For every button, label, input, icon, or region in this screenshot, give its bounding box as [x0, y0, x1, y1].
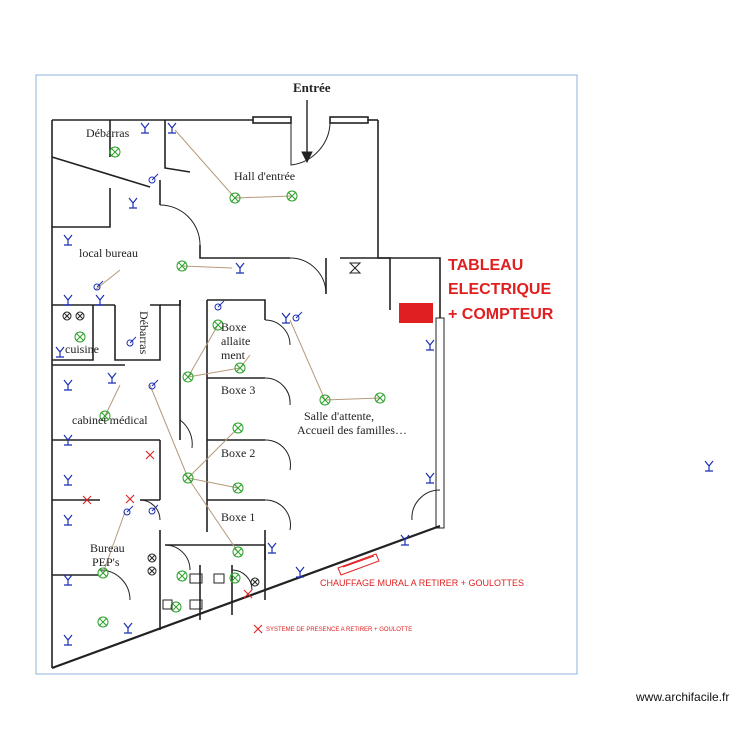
ceiling-light-icon: [229, 572, 241, 584]
ceiling-light-icon: [99, 410, 111, 422]
switch-icon: [93, 280, 104, 291]
ceiling-lights: [74, 146, 386, 628]
room-debarras-2: Débarras: [137, 311, 151, 355]
radiator-icon: [337, 553, 380, 576]
plan-frame: [35, 74, 578, 675]
ceiling-light-icon: [374, 392, 386, 404]
room-cabinet: cabinet médical: [72, 413, 148, 427]
wall-outlet-icon: [140, 122, 150, 134]
remove-markers: [82, 450, 263, 634]
chauffage-label: CHAUFFAGE MURAL A RETIRER + GOULOTTES: [320, 578, 524, 588]
ceiling-light-icon: [170, 601, 182, 613]
ceiling-light-icon: [212, 319, 224, 331]
wall-outlet-icon: [425, 339, 435, 351]
ceiling-light-icon: [232, 546, 244, 558]
wall-outlet-icon: [63, 434, 73, 446]
ceiling-light-icon: [229, 192, 241, 204]
ceiling-light-icon: [176, 570, 188, 582]
switch-icon: [126, 336, 137, 347]
tableau-label-3: + COMPTEUR: [448, 306, 554, 323]
wall-outlet-icon: [400, 534, 410, 546]
ceiling-light-icon: [182, 472, 194, 484]
wall-outlet-icon: [63, 474, 73, 486]
ceiling-light-icon: [319, 394, 331, 406]
switch-icon: [148, 379, 159, 390]
wall-outlet-icon: [107, 372, 117, 384]
switch-icon: [214, 300, 225, 311]
wall-outlet-icon: [235, 262, 245, 274]
toilet-icon: [162, 573, 225, 610]
vmc-icon: [75, 311, 85, 321]
presence-label: SYSTEME DE PRESENCE A RETIRER + GOULOTTE: [266, 627, 412, 633]
remove-cross-icon: [253, 624, 263, 634]
ceiling-light-icon: [232, 422, 244, 434]
wall-outlet-icon: [128, 197, 138, 209]
room-salle-2: Accueil des familles…: [297, 423, 407, 437]
tableau-label-2: ELECTRIQUE: [448, 281, 551, 298]
room-boxe-allaitement-1: Boxe: [221, 320, 246, 334]
wall-outlet-icon: [295, 566, 305, 578]
wall-outlet-icon: [63, 294, 73, 306]
switches: [93, 173, 303, 516]
wall-outlet-icon: [55, 346, 65, 358]
wall-outlet-icon: [95, 294, 105, 306]
room-bureau-peps-1: Bureau: [90, 541, 125, 555]
wall-outlet-icon: [63, 574, 73, 586]
tableau-label-1: TABLEAU: [448, 257, 523, 274]
vmc-icon: [147, 553, 157, 563]
walls: [51, 116, 445, 670]
room-boxe3: Boxe 3: [221, 383, 255, 397]
wall-outlet-icon: [167, 122, 177, 134]
remove-cross-icon: [145, 450, 155, 460]
wall-outlet-icon: [425, 472, 435, 484]
entrance-arrow-icon: [301, 100, 313, 164]
ceiling-light-icon: [109, 146, 121, 158]
room-debarras: Débarras: [86, 126, 130, 140]
wall-outlet-icon: [123, 622, 133, 634]
wall-outlet-icon: [63, 234, 73, 246]
remove-cross-icon: [82, 495, 92, 505]
room-boxe2: Boxe 2: [221, 446, 255, 460]
room-hall: Hall d'entrée: [234, 169, 295, 183]
wall-outlet-icon: [281, 312, 291, 324]
vmc-icon: [147, 566, 157, 576]
wall-outlet-icon: [704, 460, 714, 472]
vmc-symbols: [62, 262, 362, 610]
electrical-panel: [399, 303, 433, 323]
ceiling-light-icon: [286, 190, 298, 202]
switch-icon: [292, 311, 303, 322]
switch-icon: [123, 505, 134, 516]
room-salle-1: Salle d'attente,: [304, 409, 374, 423]
remove-cross-icon: [243, 589, 253, 599]
vmc-icon: [62, 311, 72, 321]
entrance-label: Entrée: [293, 80, 331, 95]
ceiling-light-icon: [234, 362, 246, 374]
wall-outlet-icon: [63, 514, 73, 526]
ceiling-light-icon: [232, 482, 244, 494]
ceiling-light-icon: [182, 371, 194, 383]
wall-outlets: [55, 122, 714, 646]
room-cuisine: cuisine: [65, 342, 99, 356]
wall-outlet-icon: [63, 379, 73, 391]
ceiling-light-icon: [176, 260, 188, 272]
remove-cross-icon: [125, 494, 135, 504]
switch-icon: [148, 504, 159, 515]
ceiling-light-icon: [74, 331, 86, 343]
switch-icon: [148, 173, 159, 184]
room-boxe-allaitement-3: ment: [221, 348, 246, 362]
ceiling-light-icon: [97, 567, 109, 579]
watermark: www.archifacile.fr: [636, 690, 730, 704]
room-bureau-peps-2: PEP's: [92, 555, 120, 569]
room-boxe-allaitement-2: allaite: [221, 334, 250, 348]
wall-outlet-icon: [63, 634, 73, 646]
wall-outlet-icon: [267, 542, 277, 554]
room-local-bureau: local bureau: [79, 246, 138, 260]
ceiling-light-icon: [97, 616, 109, 628]
hourglass-icon: [348, 262, 362, 274]
room-boxe1: Boxe 1: [221, 510, 255, 524]
vmc-icon: [250, 577, 260, 587]
